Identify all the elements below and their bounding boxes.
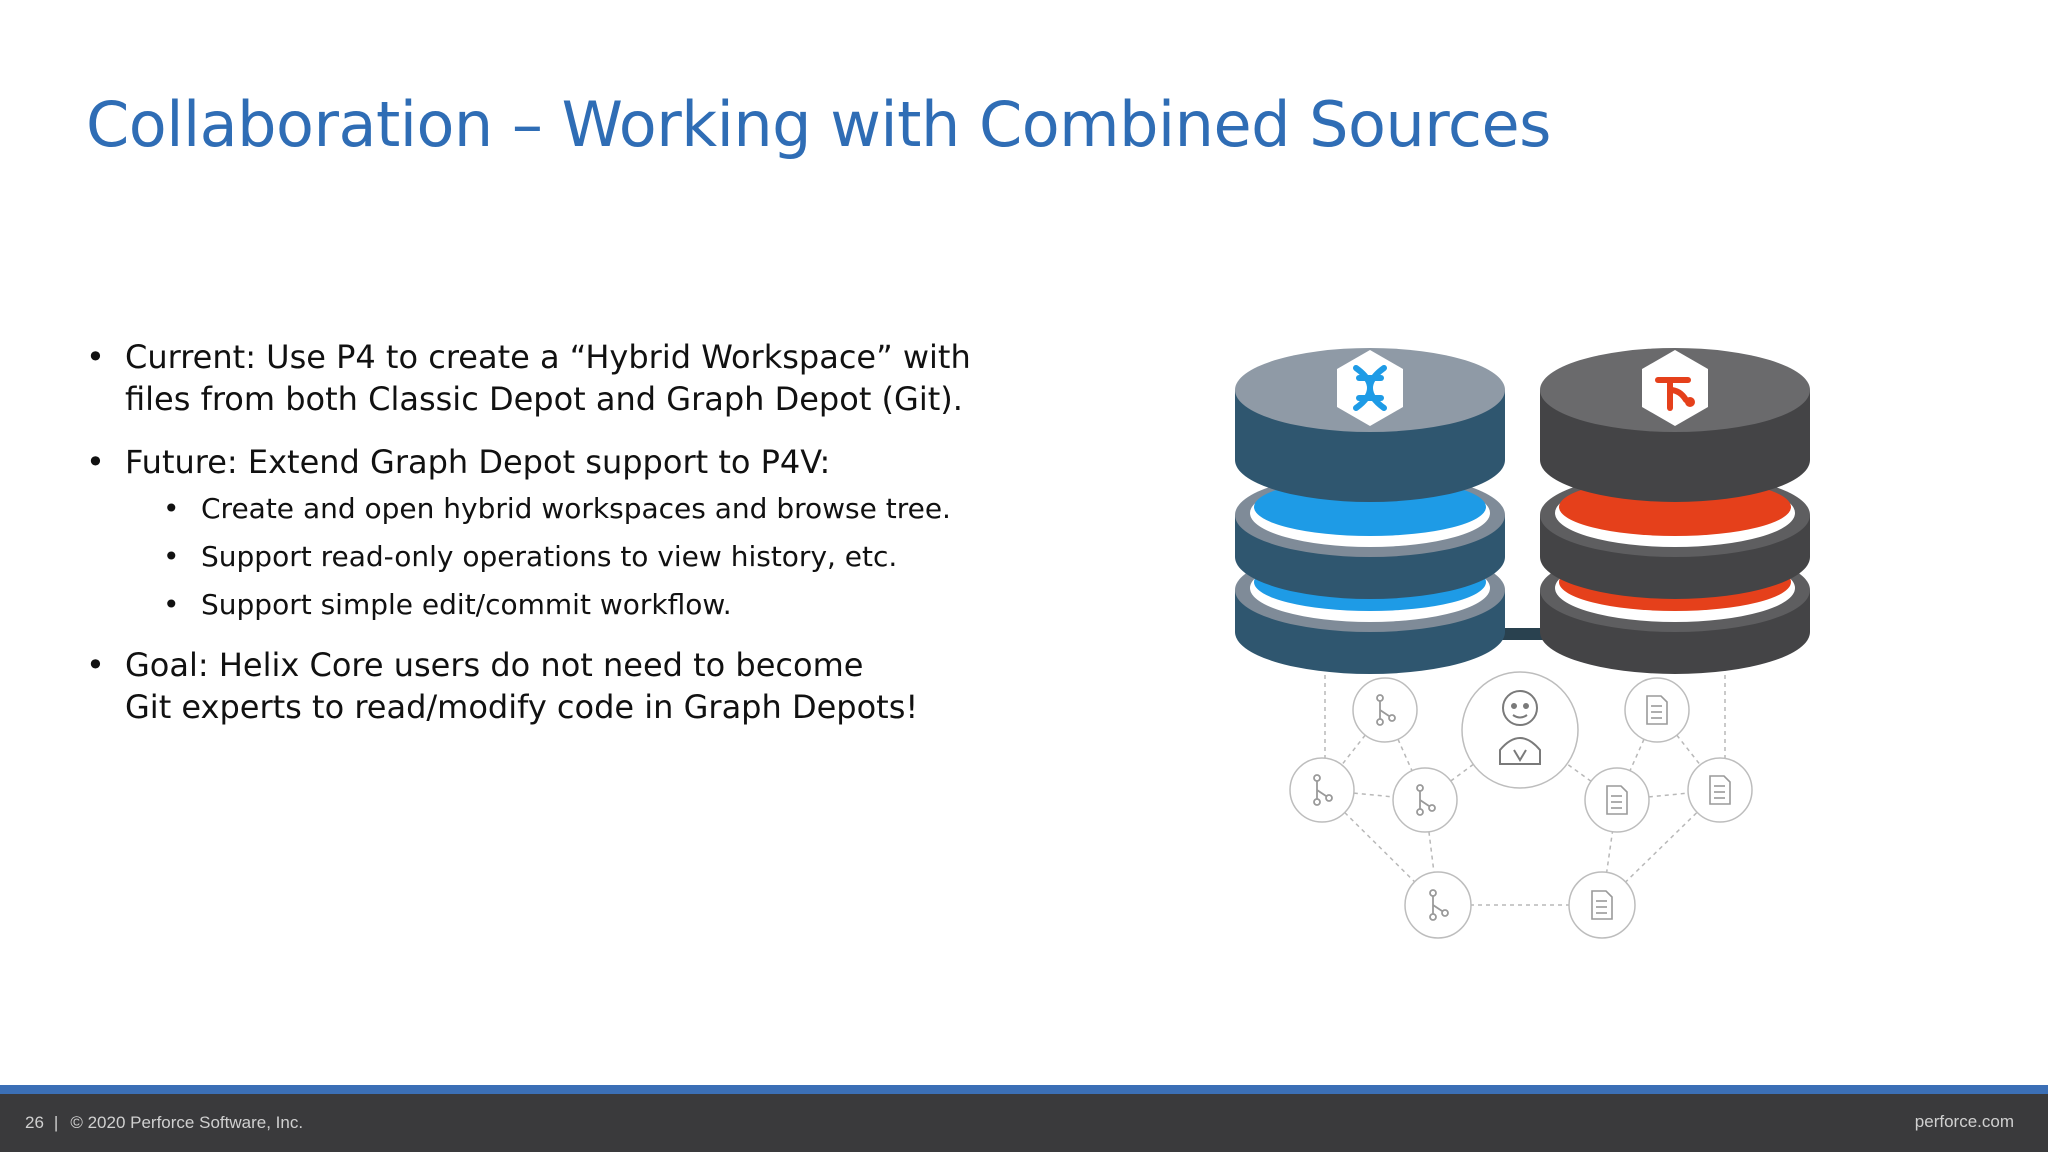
bullet-line: Current: Use P4 to create a “Hybrid Work… <box>125 338 971 376</box>
bullet-goal: Goal: Helix Core users do not need to be… <box>86 644 986 728</box>
bullet-line: Git experts to read/modify code in Graph… <box>125 688 919 726</box>
sub-bullet-list: Create and open hybrid workspaces and br… <box>163 491 986 623</box>
graph-depot-stack <box>1540 348 1810 674</box>
binary-file-icon <box>1591 695 1731 920</box>
copyright: © 2020 Perforce Software, Inc. <box>70 1113 304 1132</box>
git-branch-icon <box>1313 694 1449 921</box>
bullet-line: Future: Extend Graph Depot support to P4… <box>125 443 831 481</box>
website-link[interactable]: perforce.com <box>1914 1112 2014 1131</box>
slide-title: Collaboration – Working with Combined So… <box>86 88 1551 161</box>
footer-separator: | <box>53 1113 59 1132</box>
bullet-line: files from both Classic Depot and Graph … <box>125 380 963 418</box>
bullet-line: Goal: Helix Core users do not need to be… <box>125 646 864 684</box>
bullet-current: Current: Use P4 to create a “Hybrid Work… <box>86 336 986 420</box>
footer-accent-bar <box>0 1085 2048 1094</box>
jenkins-icon <box>1499 690 1541 765</box>
helix-dna-icon <box>1353 365 1387 411</box>
footer: 26 | © 2020 Perforce Software, Inc. perfor… <box>0 1094 2048 1152</box>
sub-bullet: Support simple edit/commit workflow. <box>163 587 986 623</box>
classic-depot-stack <box>1235 348 1505 674</box>
hybrid-depot-illustration <box>1235 348 1810 939</box>
bullet-list: Current: Use P4 to create a “Hybrid Work… <box>86 336 986 749</box>
sub-bullet: Create and open hybrid workspaces and br… <box>163 491 986 527</box>
sub-bullet: Support read-only operations to view his… <box>163 539 986 575</box>
page-number: 26 <box>25 1113 44 1132</box>
git-branch-icon <box>1655 377 1695 411</box>
bullet-future: Future: Extend Graph Depot support to P4… <box>86 441 986 623</box>
footer-left: 26 | © 2020 Perforce Software, Inc. <box>25 1113 303 1133</box>
